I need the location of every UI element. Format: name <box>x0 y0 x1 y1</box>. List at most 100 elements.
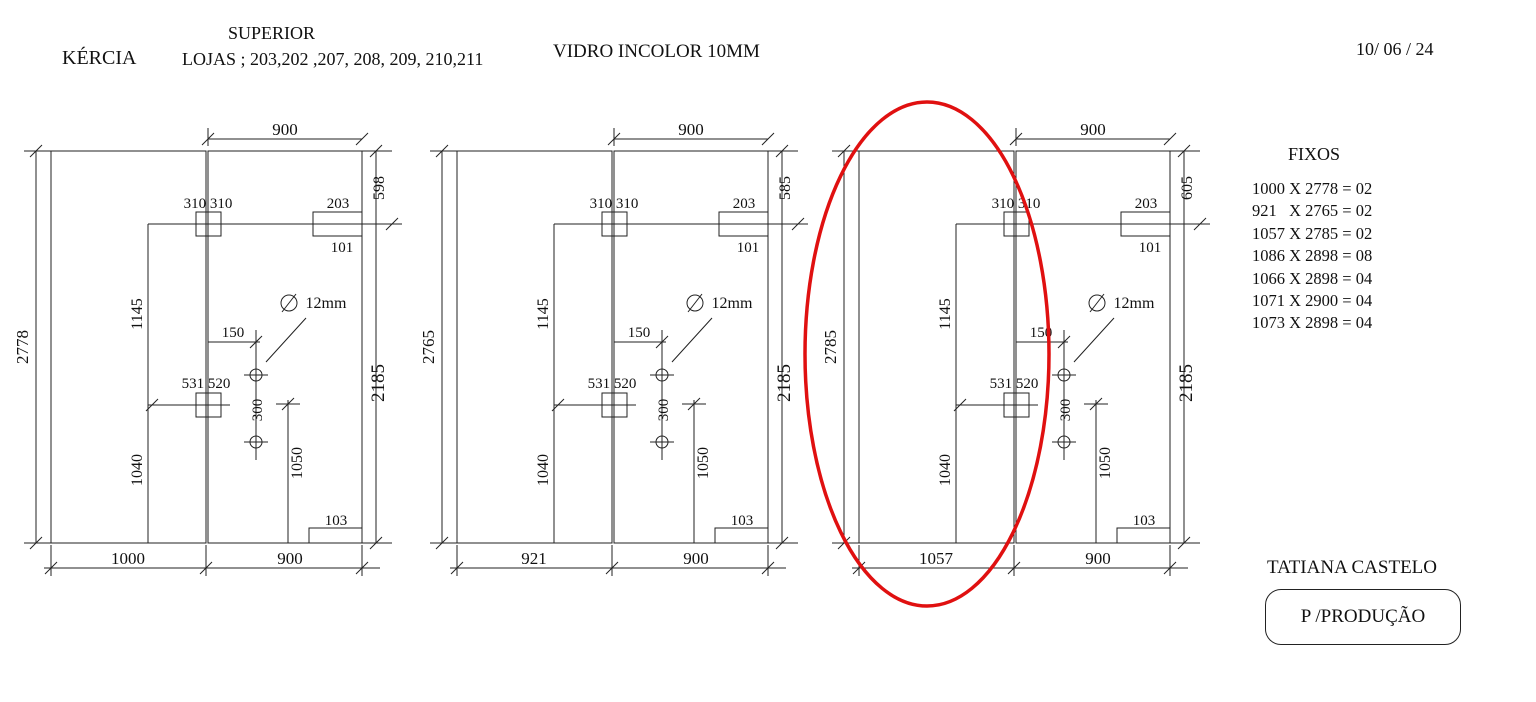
stores-list: LOJAS ; 203,202 ,207, 208, 209, 210,211 <box>182 49 484 69</box>
dimension-tick <box>953 398 967 412</box>
bottom-width-left-label: 1000 <box>111 549 145 568</box>
top-right-height-label: 598 <box>371 176 388 200</box>
fixos-item: 1057 X 2785 = 02 <box>1252 223 1373 243</box>
lock-box <box>1120 211 1171 237</box>
middle-hinge-label: 531 520 <box>990 376 1039 392</box>
middle-hinge-label: 531 520 <box>588 376 637 392</box>
dimension-tick <box>761 132 775 146</box>
top-right-height-label: 605 <box>1179 176 1196 200</box>
floor-box <box>1116 527 1171 544</box>
middle-hinge-label: 531 520 <box>182 376 231 392</box>
fixos-item: 1073 X 2898 = 04 <box>1252 313 1373 333</box>
floor-label: 103 <box>325 513 348 529</box>
top-width-label: 900 <box>1080 120 1106 139</box>
lock-bottom-label: 101 <box>737 240 760 256</box>
leader-line <box>265 317 307 363</box>
top-right-height-label: 585 <box>777 176 794 200</box>
fixos-item: 1071 X 2900 = 04 <box>1252 291 1373 311</box>
lock-box <box>718 211 769 237</box>
lower-height-label: 1050 <box>1097 447 1114 479</box>
dimension-tick <box>145 398 159 412</box>
leader-line <box>671 317 713 363</box>
dimension-tick <box>385 217 399 231</box>
total-height-label: 2778 <box>13 330 32 364</box>
fixos-title: FIXOS <box>1288 144 1341 164</box>
bottom-width-right-label: 900 <box>277 549 303 568</box>
fixos-list: 1000 X 2778 = 02 921 X 2765 = 02 1057 X … <box>1252 178 1372 335</box>
drawing-date: 10/ 06 / 24 <box>1356 39 1434 59</box>
fixos-item: 1000 X 2778 = 02 <box>1252 179 1373 198</box>
production-stamp-label: P /PRODUÇÃO <box>1300 606 1426 627</box>
offset-label: 150 <box>628 325 651 341</box>
material-spec: VIDRO INCOLOR 10MM <box>553 41 760 62</box>
dimension-tick <box>791 217 805 231</box>
lock-bottom-label: 101 <box>1139 240 1162 256</box>
bottom-width-right-label: 900 <box>683 549 709 568</box>
diameter-symbol <box>280 294 298 312</box>
diameter-slash <box>281 293 297 313</box>
floor-box <box>308 527 363 544</box>
offset-label: 150 <box>1030 325 1053 341</box>
hole-spacing-label: 300 <box>250 399 266 422</box>
fixos-item: 1086 X 2898 = 08 <box>1252 246 1373 266</box>
bottom-hinge-height-label: 1040 <box>937 454 954 486</box>
bottom-width-right-label: 900 <box>1085 549 1111 568</box>
panels-layer: 900 2778 598 2185 1000 900 310 310 203 101 1145 10… <box>13 120 1210 576</box>
bottom-width-left-label: 1057 <box>919 549 954 568</box>
floor-label: 103 <box>1133 513 1156 529</box>
client-name: KÉRCIA <box>62 47 137 69</box>
fixos-item: 921 X 2765 = 02 <box>1252 201 1373 221</box>
bottom-hinge-height-label: 1040 <box>535 454 552 486</box>
floor-label: 103 <box>731 513 754 529</box>
diameter-slash <box>1089 293 1105 313</box>
door-glass-outline <box>1015 150 1171 544</box>
door-glass-outline <box>207 150 363 544</box>
top-width-label: 900 <box>678 120 704 139</box>
top-hinge-label: 310 310 <box>590 196 639 212</box>
leader-line <box>1073 317 1115 363</box>
top-width-label: 900 <box>272 120 298 139</box>
dimension-tick <box>1163 132 1177 146</box>
door-glass-outline <box>613 150 769 544</box>
hole-diameter-label: 12mm <box>306 295 347 312</box>
total-height-label: 2765 <box>419 330 438 364</box>
lock-top-label: 203 <box>733 196 756 212</box>
hole-spacing-label: 300 <box>656 399 672 422</box>
hinge-spacing-label: 1145 <box>535 298 552 329</box>
level-label: SUPERIOR <box>228 23 316 43</box>
hole-spacing-label: 300 <box>1058 399 1074 422</box>
production-stamp: P /PRODUÇÃO <box>1265 589 1461 645</box>
lock-top-label: 203 <box>327 196 350 212</box>
lower-height-label: 1050 <box>695 447 712 479</box>
lock-box <box>312 211 363 237</box>
lower-height-label: 1050 <box>289 447 306 479</box>
hinge-spacing-label: 1145 <box>937 298 954 329</box>
floor-box <box>714 527 769 544</box>
total-height-label: 2785 <box>821 330 840 364</box>
offset-label: 150 <box>222 325 245 341</box>
dimension-tick <box>1193 217 1207 231</box>
bottom-hinge-height-label: 1040 <box>129 454 146 486</box>
dimension-tick <box>551 398 565 412</box>
bottom-width-left-label: 921 <box>521 549 547 568</box>
lock-top-label: 203 <box>1135 196 1158 212</box>
top-hinge-label: 310 310 <box>184 196 233 212</box>
fixos-item: 1066 X 2898 = 04 <box>1252 268 1373 288</box>
hinge-spacing-label: 1145 <box>129 298 146 329</box>
lower-right-height-label: 2185 <box>774 364 795 402</box>
signature-name: TATIANA CASTELO <box>1267 557 1437 578</box>
diameter-slash <box>687 293 703 313</box>
diameter-symbol <box>686 294 704 312</box>
highlight-ellipse <box>803 100 1051 608</box>
hole-diameter-label: 12mm <box>1114 295 1155 312</box>
hole-diameter-label: 12mm <box>712 295 753 312</box>
top-hinge-label: 310 310 <box>992 196 1041 212</box>
lock-bottom-label: 101 <box>331 240 354 256</box>
lower-right-height-label: 2185 <box>1176 364 1197 402</box>
glass-panel-3: 900 2785 605 2185 1057 900 310 310 203 101 1145 10… <box>821 120 1210 576</box>
dimension-tick <box>355 132 369 146</box>
diameter-symbol <box>1088 294 1106 312</box>
glass-panel-2: 900 2765 585 2185 921 900 310 310 203 101 1145 104… <box>419 120 808 576</box>
